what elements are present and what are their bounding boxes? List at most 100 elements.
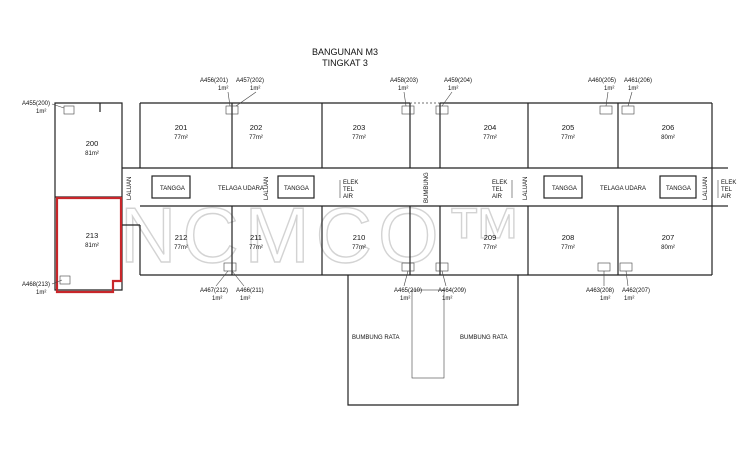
svg-text:213: 213	[86, 231, 99, 240]
unit-208[interactable]: 208 77m²	[561, 233, 575, 251]
svg-text:AIR: AIR	[343, 194, 354, 200]
air-well-right-label: TELAGA UDARA	[600, 186, 646, 192]
stair-left-label: TANGGA	[160, 186, 185, 192]
stair-right-label: TANGGA	[552, 186, 577, 192]
unit-211[interactable]: 211 77m²	[249, 233, 263, 251]
unit-207[interactable]: 207 80m²	[661, 233, 675, 251]
stair-far-right	[659, 175, 697, 199]
svg-text:211: 211	[250, 233, 262, 242]
stair-far-right-label: TANGGA	[666, 186, 691, 192]
accessory-lot-a458: A458(203) 1m²	[390, 78, 418, 92]
accessory-lot-a464: A464(209) 1m²	[438, 288, 466, 302]
svg-text:TEL: TEL	[721, 187, 733, 193]
svg-text:77m²: 77m²	[249, 135, 263, 141]
svg-text:TEL: TEL	[492, 187, 504, 193]
accessory-lot-a460: A460(205) 1m²	[588, 78, 616, 92]
unit-213-highlight[interactable]	[55, 196, 123, 294]
svg-text:A460(205): A460(205)	[588, 78, 616, 84]
svg-text:201: 201	[175, 123, 188, 132]
svg-text:77m²: 77m²	[561, 245, 575, 251]
stair-right	[543, 175, 583, 199]
flat-roof-left-label: BUMBUNG RATA	[352, 335, 399, 341]
walkway-right-label: LALUAN	[523, 177, 529, 200]
watermark: NCMCO™	[120, 191, 529, 279]
utility-panel-mid: ELEK TEL AIR	[339, 180, 358, 200]
svg-text:200: 200	[86, 139, 99, 148]
svg-text:1m²: 1m²	[36, 109, 46, 115]
svg-text:ELEK: ELEK	[721, 180, 736, 186]
accessory-lot-a456: A456(201) 1m²	[200, 78, 228, 92]
svg-text:1m²: 1m²	[600, 296, 610, 302]
unit-203[interactable]: 203 77m²	[352, 123, 366, 141]
accessory-lot-a465: A465(210) 1m²	[394, 288, 422, 302]
svg-text:1m²: 1m²	[240, 296, 250, 302]
svg-text:1m²: 1m²	[624, 296, 634, 302]
svg-text:1m²: 1m²	[628, 86, 638, 92]
svg-text:77m²: 77m²	[249, 245, 263, 251]
unit-204[interactable]: 204 77m²	[483, 123, 497, 141]
stair-left	[151, 175, 191, 199]
svg-text:ELEK: ELEK	[492, 180, 507, 186]
leader-lines	[51, 91, 633, 287]
unit-206[interactable]: 206 80m²	[661, 123, 675, 141]
svg-text:1m²: 1m²	[442, 296, 452, 302]
svg-text:A461(206): A461(206)	[624, 78, 652, 84]
unit-209[interactable]: 209 77m²	[483, 233, 497, 251]
building-title: BANGUNAN M3	[312, 47, 378, 57]
accessory-lot-a468: A468(213) 1m²	[22, 282, 50, 296]
svg-text:77m²: 77m²	[352, 135, 366, 141]
svg-text:AIR: AIR	[492, 194, 503, 200]
unit-201[interactable]: 201 77m²	[174, 123, 188, 141]
svg-text:81m²: 81m²	[85, 151, 99, 157]
svg-text:1m²: 1m²	[250, 86, 260, 92]
svg-text:1m²: 1m²	[218, 86, 228, 92]
svg-text:A459(204): A459(204)	[444, 78, 472, 84]
flat-roof-right-label: BUMBUNG RATA	[460, 335, 507, 341]
accessory-lot-a467: A467(212) 1m²	[200, 288, 228, 302]
unit-213[interactable]: 213 81m²	[85, 231, 99, 249]
svg-text:81m²: 81m²	[85, 243, 99, 249]
svg-text:208: 208	[562, 233, 575, 242]
svg-text:ELEK: ELEK	[343, 180, 358, 186]
stair-mid	[277, 175, 315, 199]
svg-text:A467(212): A467(212)	[200, 288, 228, 294]
svg-text:202: 202	[250, 123, 263, 132]
svg-text:A465(210): A465(210)	[394, 288, 422, 294]
svg-text:1m²: 1m²	[212, 296, 222, 302]
stair-mid-label: TANGGA	[284, 186, 309, 192]
svg-text:A455(200): A455(200)	[22, 101, 50, 107]
svg-text:A462(207): A462(207)	[622, 288, 650, 294]
walkway-left-label: LALUAN	[127, 177, 133, 200]
svg-text:205: 205	[562, 123, 575, 132]
svg-text:77m²: 77m²	[561, 135, 575, 141]
svg-text:209: 209	[484, 233, 497, 242]
unit-210[interactable]: 210 77m²	[352, 233, 366, 251]
svg-text:204: 204	[484, 123, 497, 132]
accessory-lot-a466: A466(211) 1m²	[236, 288, 264, 302]
utility-panel-right-a: ELEK TEL AIR	[492, 180, 513, 200]
svg-text:80m²: 80m²	[661, 245, 675, 251]
svg-text:A468(213): A468(213)	[22, 282, 50, 288]
svg-text:203: 203	[353, 123, 366, 132]
svg-text:A458(203): A458(203)	[390, 78, 418, 84]
unit-205[interactable]: 205 77m²	[561, 123, 575, 141]
accessory-lot-a459: A459(204) 1m²	[444, 78, 472, 92]
svg-text:77m²: 77m²	[174, 245, 188, 251]
svg-text:A464(209): A464(209)	[438, 288, 466, 294]
svg-text:1m²: 1m²	[398, 86, 408, 92]
svg-text:AIR: AIR	[721, 194, 732, 200]
svg-text:210: 210	[353, 233, 366, 242]
svg-text:1m²: 1m²	[448, 86, 458, 92]
unit-212[interactable]: 212 77m²	[174, 233, 188, 251]
svg-text:A457(202): A457(202)	[236, 78, 264, 84]
accessory-lot-a457: A457(202) 1m²	[236, 78, 264, 92]
accessory-lot-a461: A461(206) 1m²	[624, 78, 652, 92]
unit-200[interactable]: 200 81m²	[85, 139, 99, 157]
unit-202[interactable]: 202 77m²	[249, 123, 263, 141]
svg-text:TEL: TEL	[343, 187, 355, 193]
svg-text:A466(211): A466(211)	[236, 288, 264, 294]
walkway-far-right-label: LALUAN	[703, 177, 709, 200]
utility-panel-right-b: ELEK TEL AIR	[717, 180, 736, 200]
accessory-lot-a455: A455(200) 1m²	[22, 101, 50, 115]
